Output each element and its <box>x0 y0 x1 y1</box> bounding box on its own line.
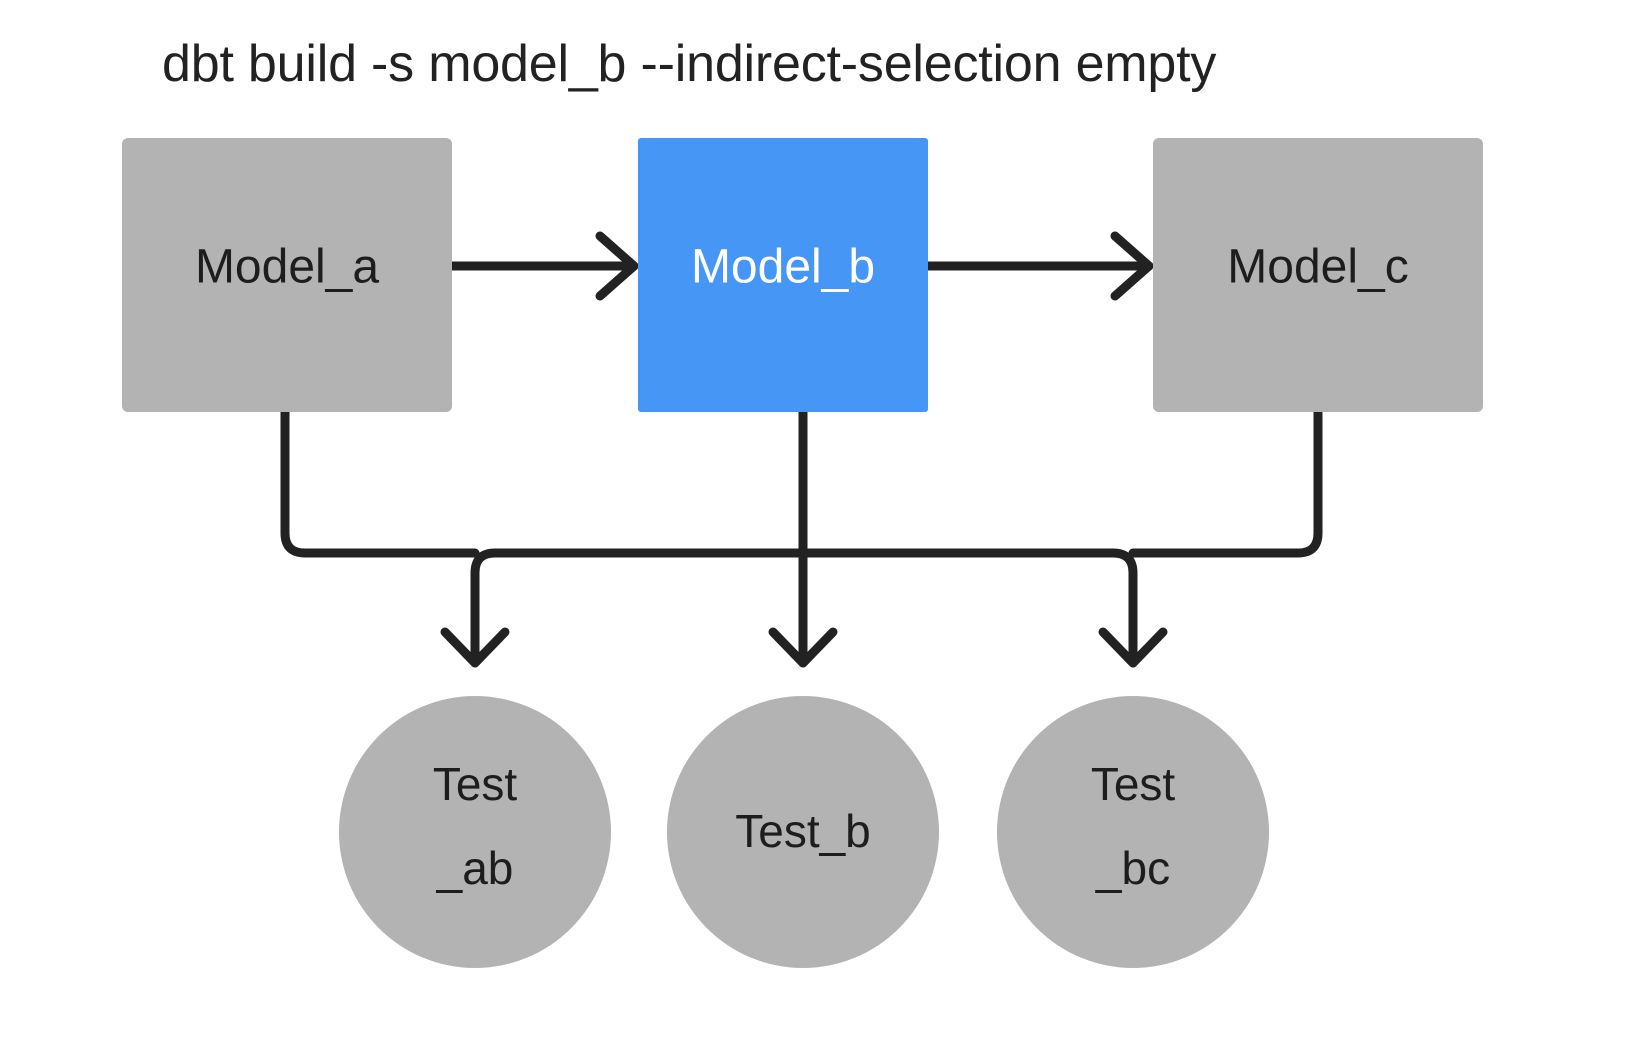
node-test_bc-shape[interactable] <box>997 696 1269 968</box>
node-model_b-shape[interactable] <box>638 138 928 412</box>
node-model_a-label: Model_a <box>195 241 379 294</box>
edge-line <box>1128 407 1323 558</box>
arrowhead-icon <box>440 627 510 668</box>
node-model_b[interactable]: Model_b <box>638 138 928 412</box>
edge-model_b-to-test_b <box>768 407 838 668</box>
edge-model_a-to-model_b <box>447 231 639 301</box>
edge-model_a-to-test_ab <box>280 407 480 558</box>
node-test_bc-label-line2: _bc <box>1095 842 1170 894</box>
arrowhead-icon <box>595 231 639 301</box>
arrowhead-icon <box>1098 627 1168 668</box>
edge-line <box>280 407 480 558</box>
edge-model_b-to-test_bc <box>798 548 1168 668</box>
node-model_a-shape[interactable] <box>122 138 452 412</box>
node-model_b-label: Model_b <box>691 241 875 294</box>
node-model_c-label: Model_c <box>1227 241 1408 294</box>
node-model_a[interactable]: Model_a <box>122 138 452 412</box>
node-test_b[interactable]: Test_b <box>667 696 939 968</box>
edge-line <box>798 548 1138 668</box>
node-model_c-shape[interactable] <box>1153 138 1483 412</box>
command-title: dbt build -s model_b --indirect-selectio… <box>162 35 1216 93</box>
node-test_b-label-line1: Test_b <box>735 805 871 857</box>
edge-model_b-to-model_c <box>923 231 1154 301</box>
arrowhead-icon <box>1110 231 1154 301</box>
edge-model_b-to-test_ab <box>440 548 808 668</box>
node-test_ab-label-line1: Test <box>433 758 518 810</box>
node-model_c[interactable]: Model_c <box>1153 138 1483 412</box>
node-test_ab-label-line2: _ab <box>436 842 514 894</box>
arrowhead-icon <box>768 627 838 668</box>
node-test_bc[interactable]: Test _bc <box>997 696 1269 968</box>
node-test_ab[interactable]: Test _ab <box>339 696 611 968</box>
node-test_b-shape[interactable] <box>667 696 939 968</box>
node-test_ab-shape[interactable] <box>339 696 611 968</box>
edge-model_c-to-test_bc <box>1128 407 1323 558</box>
node-test_bc-label-line1: Test <box>1091 758 1176 810</box>
edge-line <box>470 548 808 668</box>
